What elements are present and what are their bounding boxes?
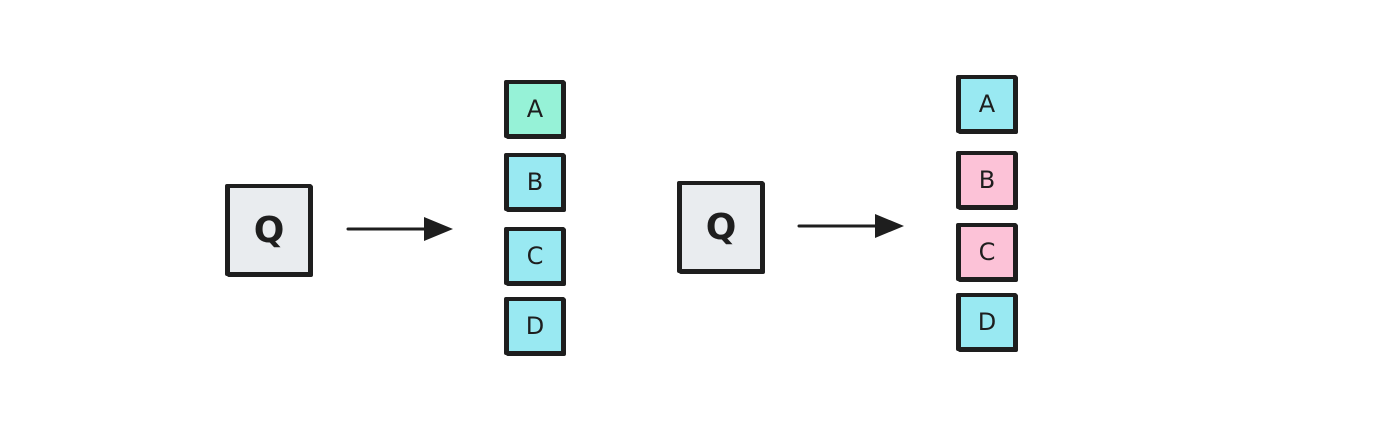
arrow-icon — [346, 217, 453, 241]
doc-label: C — [978, 238, 996, 266]
doc-box-d: D — [505, 297, 565, 355]
doc-label: D — [977, 308, 997, 336]
doc-label: A — [526, 95, 544, 123]
doc-label: A — [978, 90, 996, 118]
doc-box-d: D — [957, 293, 1017, 351]
doc-label: B — [978, 166, 996, 194]
query-label: Q — [705, 206, 737, 248]
doc-box-a: A — [505, 80, 565, 138]
query-label: Q — [253, 209, 285, 251]
arrow-icon — [797, 214, 904, 238]
doc-label: D — [525, 312, 545, 340]
doc-box-b: B — [505, 153, 565, 211]
doc-box-c: C — [957, 223, 1017, 281]
doc-box-a: A — [957, 75, 1017, 133]
doc-box-c: C — [505, 227, 565, 285]
query-box-right: Q — [678, 181, 764, 273]
doc-box-b: B — [957, 151, 1017, 209]
doc-label: C — [526, 242, 544, 270]
doc-label: B — [526, 168, 544, 196]
query-box-left: Q — [226, 184, 312, 276]
